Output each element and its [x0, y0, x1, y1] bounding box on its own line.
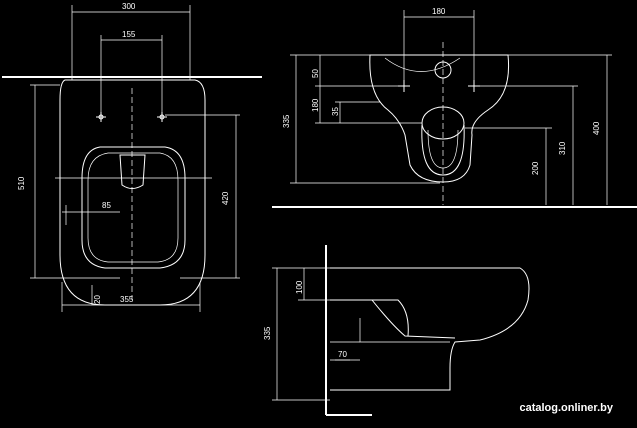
dim-85: 85 — [102, 201, 111, 210]
dim-hole-spacing-155: 155 — [122, 30, 136, 39]
dim-side-335: 335 — [263, 326, 272, 340]
dim-front-200: 200 — [531, 161, 540, 175]
side-view: 335 100 70 — [263, 245, 530, 416]
dim-width-300: 300 — [122, 2, 136, 11]
dim-side-70: 70 — [338, 350, 347, 359]
fixing-hole-right — [157, 112, 167, 122]
dim-bottom-width-355: 355 — [120, 295, 134, 304]
dim-front-35: 35 — [331, 107, 340, 116]
dim-front-310: 310 — [558, 141, 567, 155]
dim-20: 20 — [93, 295, 102, 304]
dim-front-180-top: 180 — [432, 7, 446, 16]
dim-front-180-left: 180 — [311, 98, 320, 112]
front-view: 180 335 50 180 35 200 310 400 — [272, 7, 637, 208]
top-seat-outline — [81, 146, 186, 269]
top-flush-opening — [119, 154, 146, 189]
front-bowl-outline — [369, 54, 510, 183]
dim-front-50: 50 — [311, 69, 320, 78]
side-bowl-profile — [330, 267, 530, 391]
fixing-hole-left — [96, 112, 106, 122]
dim-front-400: 400 — [592, 121, 601, 135]
watermark: catalog.onliner.by — [519, 402, 613, 414]
front-fixing-right — [468, 80, 480, 92]
top-view: 300 155 510 420 85 355 20 — [2, 2, 262, 312]
dim-420: 420 — [221, 191, 230, 205]
dim-front-335: 335 — [282, 114, 291, 128]
dim-length-510: 510 — [17, 176, 26, 190]
dim-side-100: 100 — [295, 280, 304, 294]
